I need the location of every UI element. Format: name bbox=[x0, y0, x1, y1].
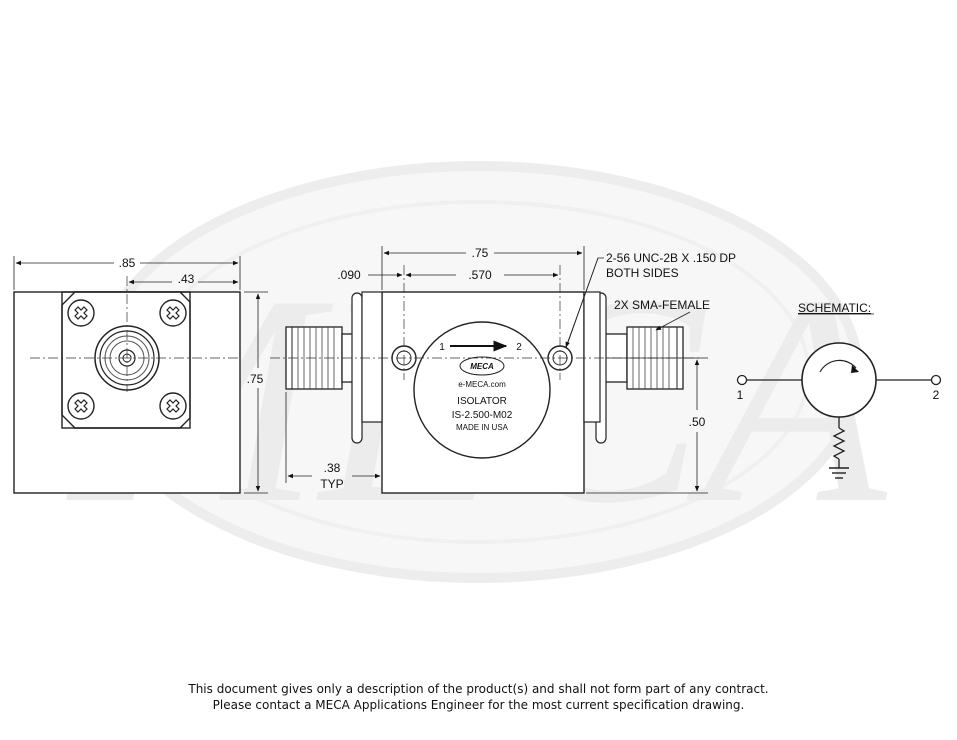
screw-icon bbox=[159, 392, 187, 420]
dim-top-edge: .090 bbox=[337, 268, 361, 282]
dim-side-width: .85 bbox=[119, 256, 136, 270]
circulator-symbol bbox=[801, 342, 877, 418]
label-port-in: 1 bbox=[439, 342, 445, 353]
meca-logo: MECA bbox=[470, 362, 494, 371]
dim-top-holes: .570 bbox=[468, 268, 492, 282]
disclaimer-line-1: This document gives only a description o… bbox=[188, 682, 769, 696]
note-connectors: 2X SMA-FEMALE bbox=[614, 298, 710, 312]
side-view: .85 .43 .75 bbox=[13, 256, 268, 494]
label-port-out: 2 bbox=[516, 342, 522, 353]
screw-icon bbox=[67, 392, 95, 420]
dim-connector-length: .38 bbox=[324, 461, 341, 475]
dim-connector-typ: TYP bbox=[320, 477, 343, 491]
dim-top-height: .50 bbox=[689, 415, 706, 429]
schematic: SCHEMATIC: 1 2 bbox=[736, 301, 942, 479]
resistor-icon bbox=[832, 427, 846, 460]
label-part-number: IS-2.500-M02 bbox=[452, 410, 513, 421]
top-view: 1 2 MECA e-MECA.com ISOLATOR IS-2.500-M0… bbox=[270, 246, 736, 494]
label-website: e-MECA.com bbox=[458, 380, 506, 389]
screw-icon bbox=[67, 299, 95, 327]
label-type: ISOLATOR bbox=[457, 396, 507, 407]
schematic-port-1-label: 1 bbox=[737, 388, 744, 402]
port-1-terminal bbox=[736, 374, 748, 386]
disclaimer-line-2: Please contact a MECA Applications Engin… bbox=[212, 698, 745, 712]
screw-icon bbox=[159, 299, 187, 327]
schematic-port-2-label: 2 bbox=[933, 388, 940, 402]
note-thread-line2: BOTH SIDES bbox=[606, 266, 679, 280]
dim-side-center: .43 bbox=[178, 272, 195, 286]
note-thread-line1: 2-56 UNC-2B X .150 DP bbox=[606, 251, 736, 265]
dim-top-overall: .75 bbox=[472, 246, 489, 260]
label-origin: MADE IN USA bbox=[456, 423, 509, 432]
rotation-arrow-icon bbox=[851, 365, 859, 373]
port-2-terminal bbox=[930, 374, 942, 386]
schematic-title: SCHEMATIC: bbox=[798, 301, 871, 315]
dim-side-height: .75 bbox=[247, 372, 264, 386]
ground-icon bbox=[829, 467, 849, 479]
